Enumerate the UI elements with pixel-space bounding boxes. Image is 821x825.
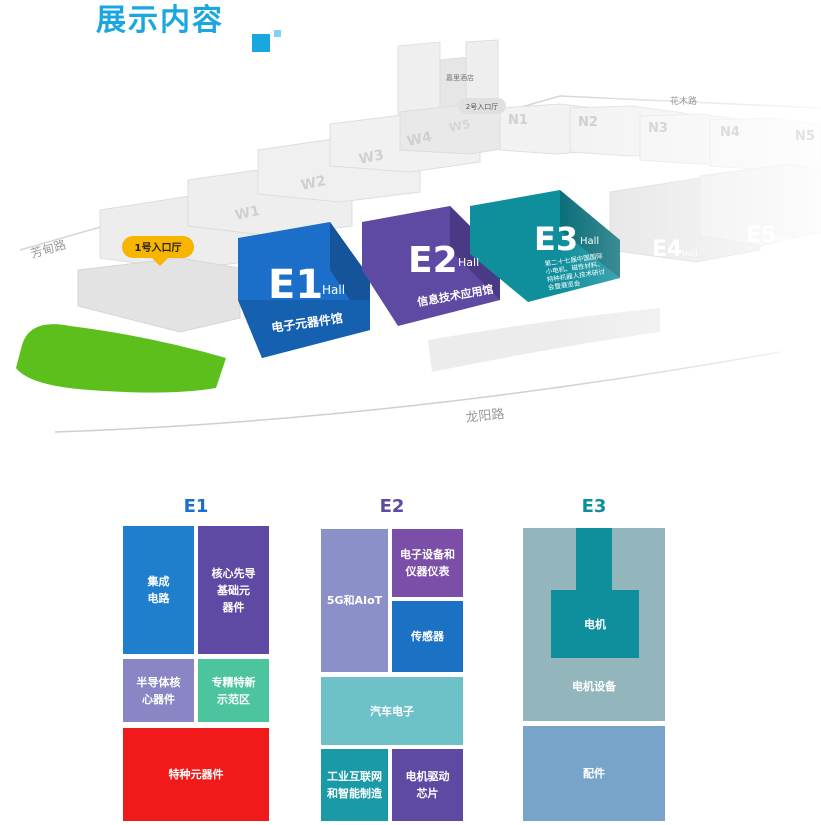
e3-column-heading: E3 [581, 496, 607, 517]
hall-label-n4: N4 [720, 125, 740, 140]
hall-label-e4: E4 [652, 237, 682, 262]
venue-map: 1号入口厅 2号入口厅 嘉里酒店 芳甸路 龙阳路 花木路 W1 W2 W3 W4… [16, 0, 821, 470]
e1-tile-core-components: 核心先导 基础元 器件 [198, 526, 269, 654]
entrance1-pointer [152, 258, 168, 266]
e2-tile-5g-aiot: 5G和AIoT [321, 529, 388, 672]
e2-tile-industrial-internet: 工业互联网 和智能制造 [321, 749, 388, 821]
hall-e1-suffix: Hall [322, 283, 345, 297]
hall-label-n3: N3 [648, 121, 668, 136]
west-halls [99, 103, 521, 271]
e2-tile-motor-driver-chip: 电机驱动 芯片 [392, 749, 463, 821]
hall-label-n5: N5 [795, 129, 815, 144]
page-title: 展示内容 [96, 3, 224, 38]
e3-motor-stem [576, 528, 612, 590]
road-label-huamu: 花木路 [670, 95, 697, 107]
entrance2-badge [458, 98, 506, 114]
e1-tile-integrated-circuit: 集成 电路 [123, 526, 194, 654]
hall-e2-suffix: Hall [458, 256, 479, 269]
title-decoration-small-square [274, 30, 281, 37]
e3-tile-parts: 配件 [523, 726, 665, 821]
hall-label-w5: W5 [448, 117, 472, 135]
hall-label-e4-suffix: Hall [682, 249, 697, 258]
hall-e3-suffix: Hall [580, 236, 599, 247]
hall-e3-description: 第二十七届中国国际 小电机、磁性材料、 特种机器人技术研讨 会暨展览会 [544, 251, 606, 292]
title-decoration-square [252, 34, 270, 52]
entrance2-label: 2号入口厅 [466, 103, 498, 111]
hall-label-e5-suffix: Hall [776, 235, 791, 244]
hall-label-w2: W2 [300, 173, 328, 194]
hall-label-w4: W4 [406, 129, 434, 150]
hall-e1-code: E1 [268, 262, 323, 308]
e1-tile-special-zone: 专精特新 示范区 [198, 659, 269, 722]
road-label-fangdian: 芳甸路 [29, 237, 68, 261]
e2-tile-sensor: 传感器 [392, 601, 463, 672]
hall-label-w3: W3 [358, 147, 386, 168]
e2-tile-electronic-equipment: 电子设备和 仪器仪表 [392, 529, 463, 597]
e1-tile-special-components: 特种元器件 [123, 728, 269, 821]
e1-tile-semiconductor: 半导体核 心器件 [123, 659, 194, 722]
hall-label-w1: W1 [234, 203, 262, 224]
title-area: 展示内容 [96, 2, 224, 40]
hall-label-e5: E5 [746, 223, 776, 248]
entrance1-building [77, 257, 241, 333]
hall-label-n2: N2 [578, 115, 598, 130]
hall-e2-code: E2 [408, 240, 458, 281]
road-label-longyang: 龙阳路 [465, 406, 505, 426]
hotel-building [397, 39, 499, 117]
entrance1-badge [122, 236, 194, 258]
hall-label-n1: N1 [508, 113, 528, 128]
hall-e3-code: E3 [534, 220, 578, 258]
e3-tile-motor: 电机 [551, 590, 639, 658]
entrance1-label: 1号入口厅 [135, 242, 182, 254]
green-park [16, 324, 226, 393]
e1-column-heading: E1 [183, 496, 209, 517]
map-fade-overlay [560, 0, 821, 470]
e2-column-heading: E2 [379, 496, 405, 517]
hall-e1 [238, 222, 370, 358]
e2-tile-automotive-electronics: 汽车电子 [321, 677, 463, 745]
hotel-label: 嘉里酒店 [446, 73, 474, 82]
